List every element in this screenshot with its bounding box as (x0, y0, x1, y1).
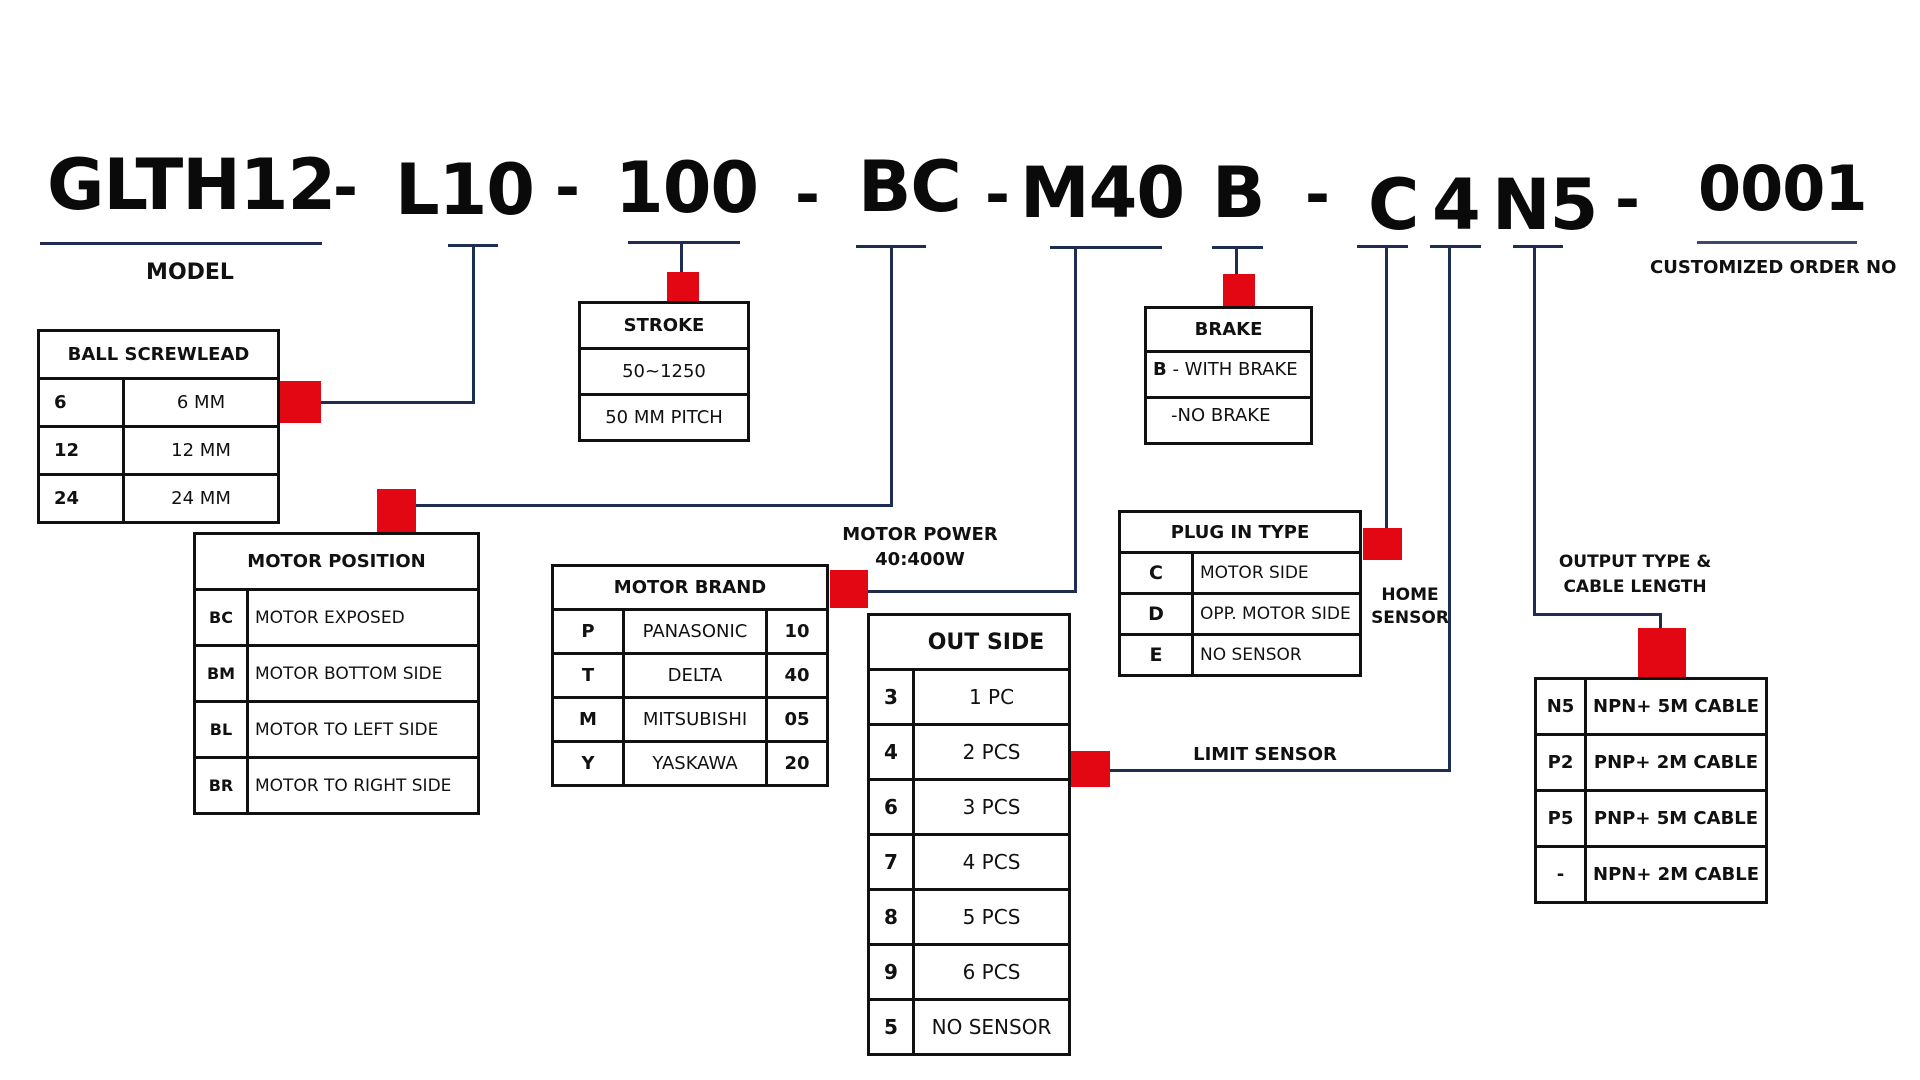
code-separator: - (555, 153, 580, 223)
motor-brand-marker (830, 570, 868, 608)
table-row: T DELTA 40 (551, 652, 829, 699)
brake-connector (1235, 246, 1238, 276)
code-out-side: 4 (1432, 164, 1481, 246)
table-row: 24 24 MM (37, 473, 280, 524)
table-header: MOTOR POSITION (193, 532, 480, 591)
limit-sensor-marker (1069, 751, 1110, 787)
table-row: 9 6 PCS (867, 943, 1071, 1001)
table-row: 50~1250 (578, 347, 750, 396)
table-header: OUT SIDE (867, 613, 1071, 671)
output-underline (1513, 245, 1563, 248)
table-row: 6 3 PCS (867, 778, 1071, 836)
table-row: P PANASONIC 10 (551, 608, 829, 655)
model-label: MODEL (146, 260, 234, 285)
table-row: 50 MM PITCH (578, 393, 750, 442)
table-row: 6 6 MM (37, 377, 280, 428)
table-header: BALL SCREWLEAD (37, 329, 280, 380)
table-row: E NO SENSOR (1118, 633, 1362, 677)
code-plug-in: C (1368, 164, 1419, 246)
out-side-underline (1430, 245, 1481, 248)
brake-marker (1223, 274, 1255, 306)
code-brake: B (1212, 152, 1265, 234)
code-separator: - (333, 153, 358, 223)
output-connector (1533, 613, 1662, 616)
code-separator: - (795, 160, 820, 230)
motor-underline (1050, 246, 1162, 249)
out-side-connector (1110, 769, 1451, 772)
code-output: N5 (1492, 164, 1598, 246)
table-header: BRAKE (1144, 306, 1313, 353)
table-row: 12 12 MM (37, 425, 280, 476)
motor-connector (1074, 246, 1077, 592)
table-row: 4 2 PCS (867, 723, 1071, 781)
output-type-table: N5 NPN+ 5M CABLE P2 PNP+ 2M CABLE P5 PNP… (1534, 677, 1768, 904)
limit-sensor-label: LIMIT SENSOR (1193, 744, 1337, 765)
plug-in-type-table: PLUG IN TYPE C MOTOR SIDE D OPP. MOTOR S… (1118, 510, 1362, 677)
home-sensor-marker (1363, 528, 1402, 560)
table-row: 8 5 PCS (867, 888, 1071, 946)
out-side-connector (1448, 245, 1451, 772)
customized-order-no-label: CUSTOMIZED ORDER NO (1650, 257, 1897, 278)
screw-lead-marker (279, 381, 321, 423)
code-screw-lead: L10 (395, 149, 535, 231)
motor-position-marker (377, 489, 416, 532)
screw-lead-connector (472, 244, 475, 404)
table-row: M MITSUBISHI 05 (551, 696, 829, 743)
table-row: - NPN+ 2M CABLE (1534, 845, 1768, 904)
code-separator: - (1615, 165, 1640, 235)
table-row: B - WITH BRAKE (1144, 350, 1313, 399)
table-row: BC MOTOR EXPOSED (193, 588, 480, 647)
output-type-label: OUTPUT TYPE & CABLE LENGTH (1558, 552, 1712, 597)
code-order-no: 0001 (1698, 152, 1868, 225)
table-header: PLUG IN TYPE (1118, 510, 1362, 554)
table-row: P5 PNP+ 5M CABLE (1534, 789, 1768, 848)
code-separator: - (985, 160, 1010, 230)
screw-lead-connector (320, 401, 475, 404)
table-row: D OPP. MOTOR SIDE (1118, 592, 1362, 636)
ball-screwlead-table: BALL SCREWLEAD 6 6 MM 12 12 MM 24 24 MM (37, 329, 280, 524)
code-stroke: 100 (615, 147, 759, 229)
table-row: P2 PNP+ 2M CABLE (1534, 733, 1768, 792)
table-row: C MOTOR SIDE (1118, 551, 1362, 595)
stroke-underline (628, 241, 740, 244)
plug-in-underline (1357, 245, 1408, 248)
code-separator: - (1305, 160, 1330, 230)
table-row: BM MOTOR BOTTOM SIDE (193, 644, 480, 703)
motor-brand-table: MOTOR BRAND P PANASONIC 10 T DELTA 40 M … (551, 564, 829, 787)
code-model: GLTH12 (47, 144, 336, 226)
motor-power-label: MOTOR POWER 40:400W (840, 522, 1000, 572)
stroke-marker (667, 272, 699, 302)
out-side-table: OUT SIDE 3 1 PC 4 2 PCS 6 3 PCS 7 4 PCS … (867, 613, 1071, 1056)
table-row: Y YASKAWA 20 (551, 740, 829, 787)
table-row: BL MOTOR TO LEFT SIDE (193, 700, 480, 759)
motor-position-connector (415, 504, 893, 507)
model-underline (40, 242, 322, 245)
table-row: N5 NPN+ 5M CABLE (1534, 677, 1768, 736)
table-header: MOTOR BRAND (551, 564, 829, 611)
order-no-underline (1697, 241, 1857, 244)
motor-position-connector (890, 245, 893, 507)
motor-position-table: MOTOR POSITION BC MOTOR EXPOSED BM MOTOR… (193, 532, 480, 815)
table-header: STROKE (578, 301, 750, 350)
stroke-connector (680, 241, 683, 273)
plug-in-connector (1385, 245, 1388, 530)
code-motor: M40 (1020, 152, 1185, 234)
motor-power-value: 40:400W (875, 549, 965, 571)
table-row: 5 NO SENSOR (867, 998, 1071, 1056)
output-connector (1659, 613, 1662, 630)
table-row: 7 4 PCS (867, 833, 1071, 891)
table-row: BR MOTOR TO RIGHT SIDE (193, 756, 480, 815)
home-sensor-label: HOME SENSOR (1371, 585, 1449, 628)
table-row: -NO BRAKE (1144, 396, 1313, 445)
motor-connector (867, 590, 1077, 593)
motor-power-title: MOTOR POWER (842, 524, 998, 545)
brake-table: BRAKE B - WITH BRAKE -NO BRAKE (1144, 306, 1313, 445)
table-row: 3 1 PC (867, 668, 1071, 726)
output-connector (1533, 245, 1536, 616)
output-marker (1638, 628, 1686, 677)
code-motor-position: BC (858, 146, 962, 228)
stroke-table: STROKE 50~1250 50 MM PITCH (578, 301, 750, 442)
